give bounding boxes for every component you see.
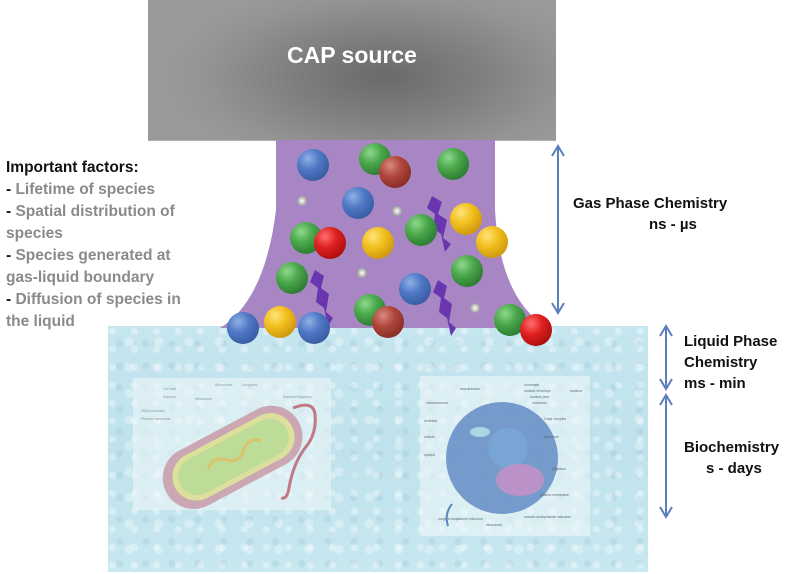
species-green [276, 262, 308, 294]
cap-source-label: CAP source [287, 42, 417, 68]
species-blue [227, 312, 259, 344]
species-green [290, 222, 322, 254]
cell-label: smooth endoplasmic reticulum [524, 515, 571, 519]
factor-item-continuation: gas-liquid boundary [6, 269, 155, 286]
radical-icon [357, 268, 367, 278]
factor-item-continuation: species [6, 225, 63, 242]
bacterium-label: DNA (nucleoid) [141, 409, 165, 413]
bacterium-label: Cell wall [163, 387, 176, 391]
species-blue [297, 149, 329, 181]
cell-label: mitochondrion [426, 401, 448, 405]
species-red [314, 227, 346, 259]
species-brown [379, 156, 411, 188]
bacterium-label: Bacterial flagellum [283, 395, 312, 399]
cell-label: Golgi complex [544, 417, 566, 421]
radical-icon [470, 303, 480, 313]
cell-label: centriole [424, 419, 437, 423]
factor-item: - Species generated at [6, 247, 171, 264]
factor-item: - Lifetime of species [6, 181, 156, 198]
cell-label: ribosomes [486, 523, 502, 527]
species-red [520, 314, 552, 346]
arrowhead-up-icon [551, 144, 565, 157]
species-green [494, 304, 526, 336]
eukaryotic-cell-illustration: microtubules mitochondrion centriole ves… [424, 383, 582, 527]
cell-label: plasma membrane [540, 493, 569, 497]
cell-flagellum [445, 503, 453, 527]
cell-label: vesicle [424, 435, 435, 439]
cell-label: rough endoplasmic reticulum [438, 517, 483, 521]
cell-label: nuclear envelope [524, 389, 551, 393]
arrowhead-down-icon [659, 378, 673, 391]
bacterium-label: Cytoplasm [241, 383, 258, 387]
cell-label: cytosol [424, 453, 435, 457]
cap-source-box: CAP source [148, 0, 556, 141]
factor-item: - Diffusion of species in [6, 291, 181, 308]
species-green [437, 148, 469, 180]
bacterium-cytoplasm [178, 418, 289, 496]
bacterium-label: Ribosomes [215, 383, 233, 387]
bacterium-inset: Cell wall Capsule DNA (nucleoid) Plasma … [133, 378, 331, 510]
important-factors-list: Important factors: - Lifetime of species… [6, 157, 236, 333]
cell-label: nuclear pore [530, 395, 550, 399]
species-green [405, 214, 437, 246]
gas-phase-label: Gas Phase Chemistry ns - µs [573, 195, 728, 233]
cell-label: chromatin [524, 383, 539, 387]
species-brown [372, 306, 404, 338]
bacterium-nucleoid [206, 438, 262, 470]
factors-title: Important factors: [6, 159, 139, 176]
cell-label: flagellum [552, 467, 566, 471]
cell-nucleus [488, 428, 528, 468]
arrowhead-up-icon [659, 324, 673, 337]
species-yellow [264, 306, 296, 338]
arrowhead-up-icon [659, 393, 673, 406]
species-yellow [476, 226, 508, 258]
cell-label: nucleus [570, 389, 582, 393]
species-yellow [362, 227, 394, 259]
bacterium-illustration: Cell wall Capsule DNA (nucleoid) Plasma … [141, 383, 317, 510]
biochemistry-label: Biochemistry s - days [684, 439, 780, 477]
species-blue [342, 187, 374, 219]
cell-label: microtubules [460, 387, 480, 391]
arrowhead-down-icon [659, 506, 673, 519]
lightning-icon [427, 196, 451, 252]
species-blue [399, 273, 431, 305]
bacterium-flagellum [280, 403, 317, 500]
species-green [451, 255, 483, 287]
radical-icon [392, 206, 402, 216]
factor-item-continuation: the liquid [6, 313, 75, 330]
bacterium-label: Mesosome [195, 397, 212, 401]
factor-item: - Spatial distribution of [6, 203, 175, 220]
lightning-icon [310, 270, 333, 326]
arrowhead-down-icon [551, 302, 565, 315]
bacterium-label: Capsule [163, 395, 176, 399]
mitochondrion [470, 427, 490, 437]
eukaryotic-cell-inset: microtubules mitochondrion centriole ves… [420, 376, 590, 536]
cell-label: nucleolus [532, 401, 547, 405]
species-blue [298, 312, 330, 344]
lightning-icon [433, 280, 456, 336]
cell-label: lysosome [544, 435, 559, 439]
species-yellow [450, 203, 482, 235]
liquid-phase-label: Liquid Phase Chemistry ms - min [684, 333, 778, 392]
endoplasmic-reticulum [496, 464, 544, 496]
radical-icon [297, 196, 307, 206]
bacterium-label: Plasma membrane [141, 417, 170, 421]
